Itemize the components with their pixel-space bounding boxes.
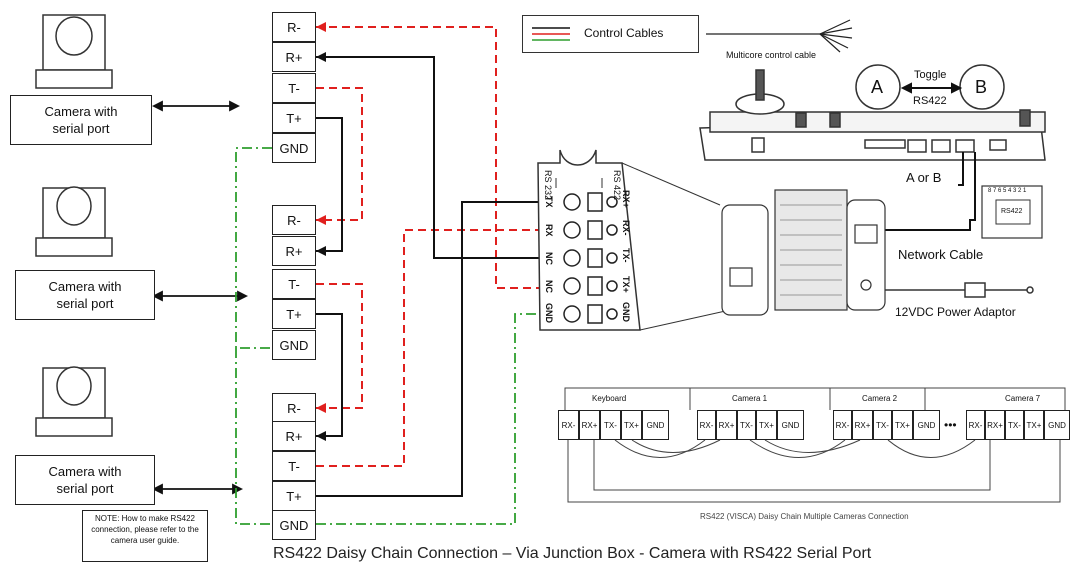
daisy-terminal: RX- — [833, 410, 852, 440]
daisy-terminal: RX+ — [985, 410, 1005, 440]
junction-left-nc: NC — [544, 280, 554, 293]
terminal-r-plus: R+ — [272, 421, 316, 451]
toggle-label: Toggle — [914, 69, 947, 81]
junction-right-tx-minus: TX- — [621, 248, 631, 263]
daisy-terminal: RX+ — [716, 410, 737, 440]
daisy-group-keyboard: Keyboard — [592, 394, 627, 403]
a-or-b-label: A or B — [906, 170, 942, 185]
legend-cable-icon — [532, 27, 570, 41]
daisy-terminal: TX- — [873, 410, 892, 440]
network-cable — [885, 152, 976, 231]
link-arrows — [151, 100, 249, 495]
terminal-r-plus: R+ — [272, 42, 316, 72]
junction-left-nc: NC — [544, 252, 554, 265]
rs422-label: RS422 — [913, 95, 947, 107]
red-wires — [316, 26, 560, 467]
daisy-terminal: GND — [913, 410, 940, 440]
junction-left-gnd: GND — [544, 303, 554, 323]
terminal-t-minus: T- — [272, 451, 316, 481]
junction-box-device — [721, 189, 886, 316]
terminal-r-minus: R- — [272, 205, 316, 235]
junction-left-tx: TX — [544, 196, 554, 208]
controller-a-label: A — [871, 77, 884, 97]
daisy-terminal: RX+ — [579, 410, 600, 440]
daisy-ellipsis: ••• — [944, 418, 957, 432]
keyboard-controller — [699, 64, 1046, 161]
legend-box — [522, 15, 699, 53]
network-cable-label: Network Cable — [898, 247, 984, 262]
daisy-group-camera-2: Camera 2 — [862, 394, 898, 403]
daisy-terminal: TX- — [1005, 410, 1024, 440]
camera-icon — [35, 186, 113, 257]
rj45-port-icon — [995, 199, 1031, 225]
daisy-terminal: GND — [1044, 410, 1070, 440]
rj45-pin-numbers: 8 7 6 5 4 3 2 1 — [988, 188, 1027, 194]
camera-label: Camera with serial port — [48, 279, 122, 311]
junction-block — [537, 149, 731, 331]
note-box: NOTE: How to make RS422 connection, plea… — [82, 510, 208, 562]
daisy-terminal: RX- — [558, 410, 579, 440]
camera-box: Camera with serial port — [10, 95, 152, 145]
camera-label: Camera with serial port — [44, 104, 118, 136]
camera-box: Camera with serial port — [15, 455, 155, 505]
daisy-terminal: RX- — [966, 410, 985, 440]
black-arrowheads — [316, 52, 326, 441]
junction-right-rx-minus: RX- — [621, 220, 631, 236]
junction-right-tx-plus: TX+ — [621, 276, 631, 293]
daisy-terminal: TX+ — [1024, 410, 1044, 440]
junction-right-rx-plus: RX+ — [621, 190, 631, 208]
red-arrowheads — [316, 22, 326, 413]
camera-label: Camera with serial port — [48, 464, 122, 496]
terminal-t-plus: T+ — [272, 481, 316, 511]
junction-left-rx: RX — [544, 224, 554, 237]
camera-icon — [35, 366, 113, 437]
terminal-r-minus: R- — [272, 393, 316, 423]
multicore-cable-icon — [706, 19, 853, 53]
legend-multicore: Multicore control cable — [726, 50, 817, 60]
legend-control-cables: Control Cables — [584, 26, 664, 40]
junction-right-gnd: GND — [621, 302, 631, 322]
black-wires — [316, 56, 560, 497]
camera-box: Camera with serial port — [15, 270, 155, 320]
power-adaptor-label: 12VDC Power Adaptor — [895, 305, 1016, 319]
terminal-r-plus: R+ — [272, 236, 316, 266]
power-adaptor-icon — [885, 282, 1034, 298]
daisy-terminal: TX+ — [756, 410, 777, 440]
terminal-t-minus: T- — [272, 269, 316, 299]
daisy-terminal: RX- — [697, 410, 716, 440]
terminal-gnd: GND — [272, 133, 316, 163]
daisy-group-camera-1: Camera 1 — [732, 394, 768, 403]
controller-b-label: B — [975, 77, 988, 97]
gnd-wires — [235, 147, 560, 525]
terminal-t-plus: T+ — [272, 299, 316, 329]
daisy-terminal: TX- — [737, 410, 756, 440]
terminal-gnd: GND — [272, 330, 316, 360]
daisy-chain-lines — [564, 387, 1066, 503]
daisy-terminal: TX+ — [621, 410, 642, 440]
daisy-group-camera-7: Camera 7 — [1005, 394, 1041, 403]
terminal-t-minus: T- — [272, 73, 316, 103]
daisy-terminal: GND — [642, 410, 669, 440]
terminal-r-minus: R- — [272, 12, 316, 42]
daisy-terminal: RX+ — [852, 410, 873, 440]
daisy-caption: RS422 (VISCA) Daisy Chain Multiple Camer… — [700, 512, 909, 521]
rj45-label: RS422 — [1001, 208, 1023, 215]
daisy-terminal: GND — [777, 410, 804, 440]
terminal-gnd: GND — [272, 510, 316, 540]
terminal-t-plus: T+ — [272, 103, 316, 133]
toggle-arrow — [900, 82, 963, 94]
camera-icon — [35, 14, 113, 89]
diagram-caption: RS422 Daisy Chain Connection – Via Junct… — [273, 545, 872, 562]
daisy-terminal: TX+ — [892, 410, 913, 440]
daisy-terminal: TX- — [600, 410, 621, 440]
